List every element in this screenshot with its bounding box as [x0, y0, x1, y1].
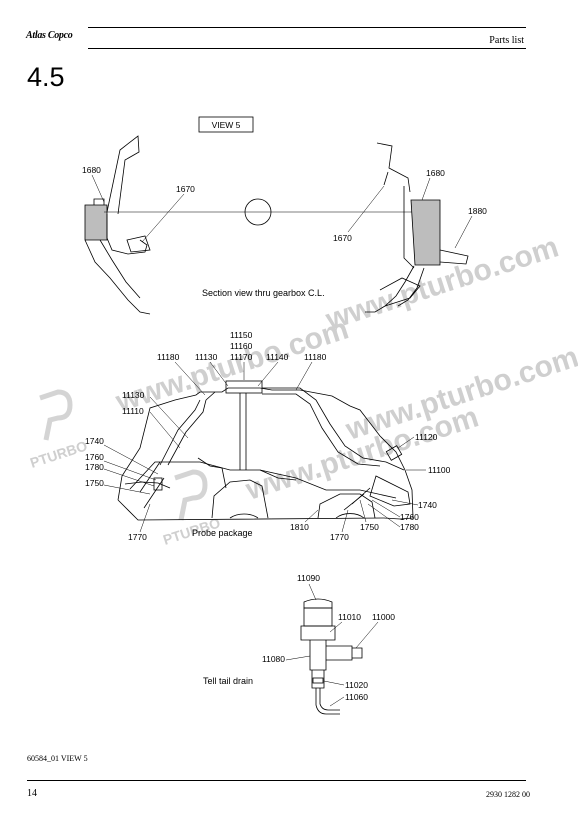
shaft-circle	[244, 198, 272, 226]
probe-package-callouts: 11150 11160 11180 11130 11170 11140 1118…	[85, 330, 451, 542]
callout-label: 11180	[157, 352, 180, 362]
callout-label: 11160	[230, 341, 253, 351]
callout-label: 1780	[400, 522, 419, 532]
callout-label: 11080	[262, 654, 285, 664]
view-label: VIEW 5	[212, 120, 241, 130]
page-number: 14	[27, 788, 37, 799]
callout-label: 11020	[345, 680, 368, 690]
tell-tail-drain-caption: Tell tail drain	[203, 676, 253, 686]
callout-label: 1880	[468, 206, 487, 216]
callout-label: 1760	[85, 452, 104, 462]
watermark-text: www.pturbo.com	[111, 312, 353, 419]
callout-label: 11130	[195, 352, 218, 362]
header-title: Parts list	[489, 35, 524, 46]
header-rule-top	[88, 27, 526, 28]
gearbox-section-right	[365, 142, 469, 313]
tell-tail-drain-callouts: 11090 11010 11000 11080 11020 11060	[262, 573, 395, 707]
tell-tail-drain-drawing	[300, 598, 363, 715]
callout-label: 1680	[82, 165, 101, 175]
callout-label: 11140	[266, 352, 289, 362]
callout-label: 11090	[297, 573, 320, 583]
callout-label: 1670	[333, 233, 352, 243]
callout-label: 11180	[304, 352, 327, 362]
callout-label: 1760	[400, 512, 419, 522]
callout-label: 11060	[345, 692, 368, 702]
section-view-caption: Section view thru gearbox C.L.	[202, 288, 325, 298]
callout-label: 1740	[85, 436, 104, 446]
gearbox-section-left	[84, 135, 151, 315]
watermark-logo-icon	[39, 389, 208, 521]
callout-label: 1770	[128, 532, 147, 542]
callout-label: 11000	[372, 612, 395, 622]
callout-label: 11130	[122, 390, 145, 400]
view-label-box	[198, 116, 254, 133]
callout-label: 1670	[176, 184, 195, 194]
callout-label: 1770	[330, 532, 349, 542]
callout-label: 11010	[338, 612, 361, 622]
brand-logo: Atlas Copco	[26, 30, 73, 41]
callout-label: 1750	[85, 478, 104, 488]
callout-label: 11150	[230, 330, 253, 340]
callout-label: 1740	[418, 500, 437, 510]
watermark-text: PTURBO	[28, 437, 89, 471]
document-number: 2930 1282 00	[486, 790, 530, 799]
callout-label: 1750	[360, 522, 379, 532]
callout-label: 11110	[122, 406, 144, 416]
callout-label: 1680	[426, 168, 445, 178]
drawing-reference: 60584_01 VIEW 5	[27, 754, 88, 763]
section-number: 4.5	[27, 62, 65, 92]
footer-rule	[27, 780, 526, 781]
callout-label: 1810	[290, 522, 309, 532]
callout-label: 11120	[415, 432, 438, 442]
callout-label: 11100	[428, 465, 451, 475]
watermark-text: www.pturbo.com	[321, 230, 563, 337]
section-view-callouts: 1680 1670 1670 1680 1880	[82, 165, 487, 249]
callout-label: 1780	[85, 462, 104, 472]
callout-label: 11170	[230, 352, 253, 362]
probe-package-caption: Probe package	[192, 528, 253, 538]
probe-package-drawing	[117, 380, 414, 521]
header-rule-bottom	[88, 48, 526, 49]
